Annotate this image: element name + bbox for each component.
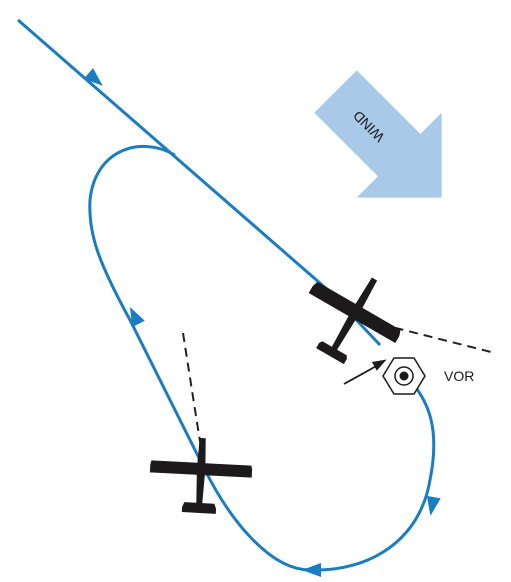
wind-arrow-shape xyxy=(314,70,442,198)
station-pointer-arrowhead xyxy=(371,359,387,371)
outbound-heading-line xyxy=(379,323,496,354)
inbound-heading-line xyxy=(182,332,202,449)
track-arrow-turn-right xyxy=(426,495,441,516)
vor-label: VOR xyxy=(444,368,474,384)
track-arrow-inbound-leg xyxy=(129,306,145,328)
track-arrow-entry xyxy=(83,68,103,86)
holding-pattern-track xyxy=(88,145,436,572)
station-pointer-arrow xyxy=(343,363,381,385)
vor-center-dot xyxy=(399,371,409,381)
airplane-icon xyxy=(149,437,253,514)
track-arrow-turn-bottom xyxy=(302,563,321,577)
aircraft-outbound-silhouette xyxy=(308,277,401,365)
airplane-icon xyxy=(308,277,401,365)
aircraft-inbound-silhouette xyxy=(149,437,253,514)
vor-station-icon xyxy=(382,357,426,395)
wind-arrow-icon: WIND xyxy=(314,70,442,198)
